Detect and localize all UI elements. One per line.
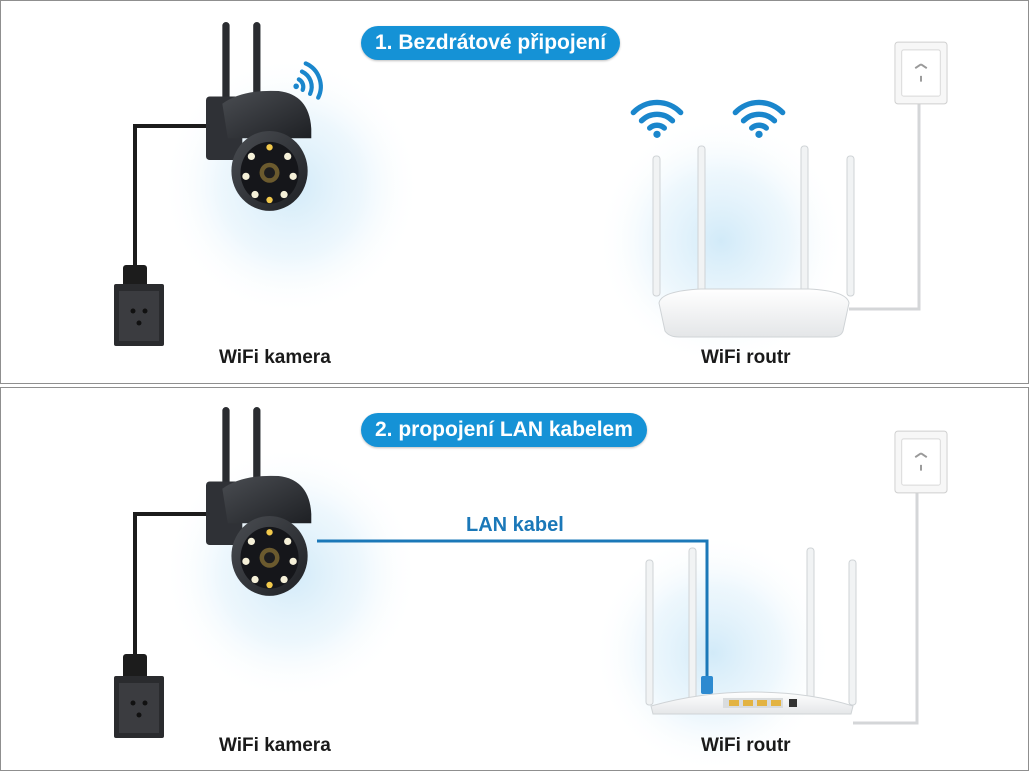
lan-cable-connector <box>701 676 713 694</box>
router-power-cable <box>853 473 919 725</box>
camera-label: WiFi kamera <box>219 347 331 368</box>
router-icon <box>652 145 855 338</box>
power-socket-icon <box>114 284 164 346</box>
section-title: 2. propojení LAN kabelem <box>361 413 647 447</box>
lan-connection-panel: 2. propojení LAN kabelem LAN kabel WiFi … <box>0 387 1029 771</box>
router-icon <box>645 547 857 715</box>
power-socket-icon <box>894 430 948 494</box>
lan-cable-label: LAN kabel <box>466 514 564 536</box>
lan-scene <box>114 407 948 770</box>
lan-cable-icon <box>317 539 709 678</box>
router-label: WiFi routr <box>701 735 791 756</box>
camera-power-cable <box>133 512 213 658</box>
section-title: 1. Bezdrátové připojení <box>361 26 621 60</box>
wireless-scene <box>114 22 948 366</box>
router-label: WiFi routr <box>701 347 791 368</box>
power-socket-icon <box>114 676 164 738</box>
power-socket-icon <box>894 41 948 105</box>
wireless-connection-panel: 1. Bezdrátové připojení WiFi kamera WiFi… <box>0 0 1029 384</box>
router-power-cable <box>849 81 921 311</box>
camera-power-cable <box>133 124 213 269</box>
camera-label: WiFi kamera <box>219 735 331 756</box>
